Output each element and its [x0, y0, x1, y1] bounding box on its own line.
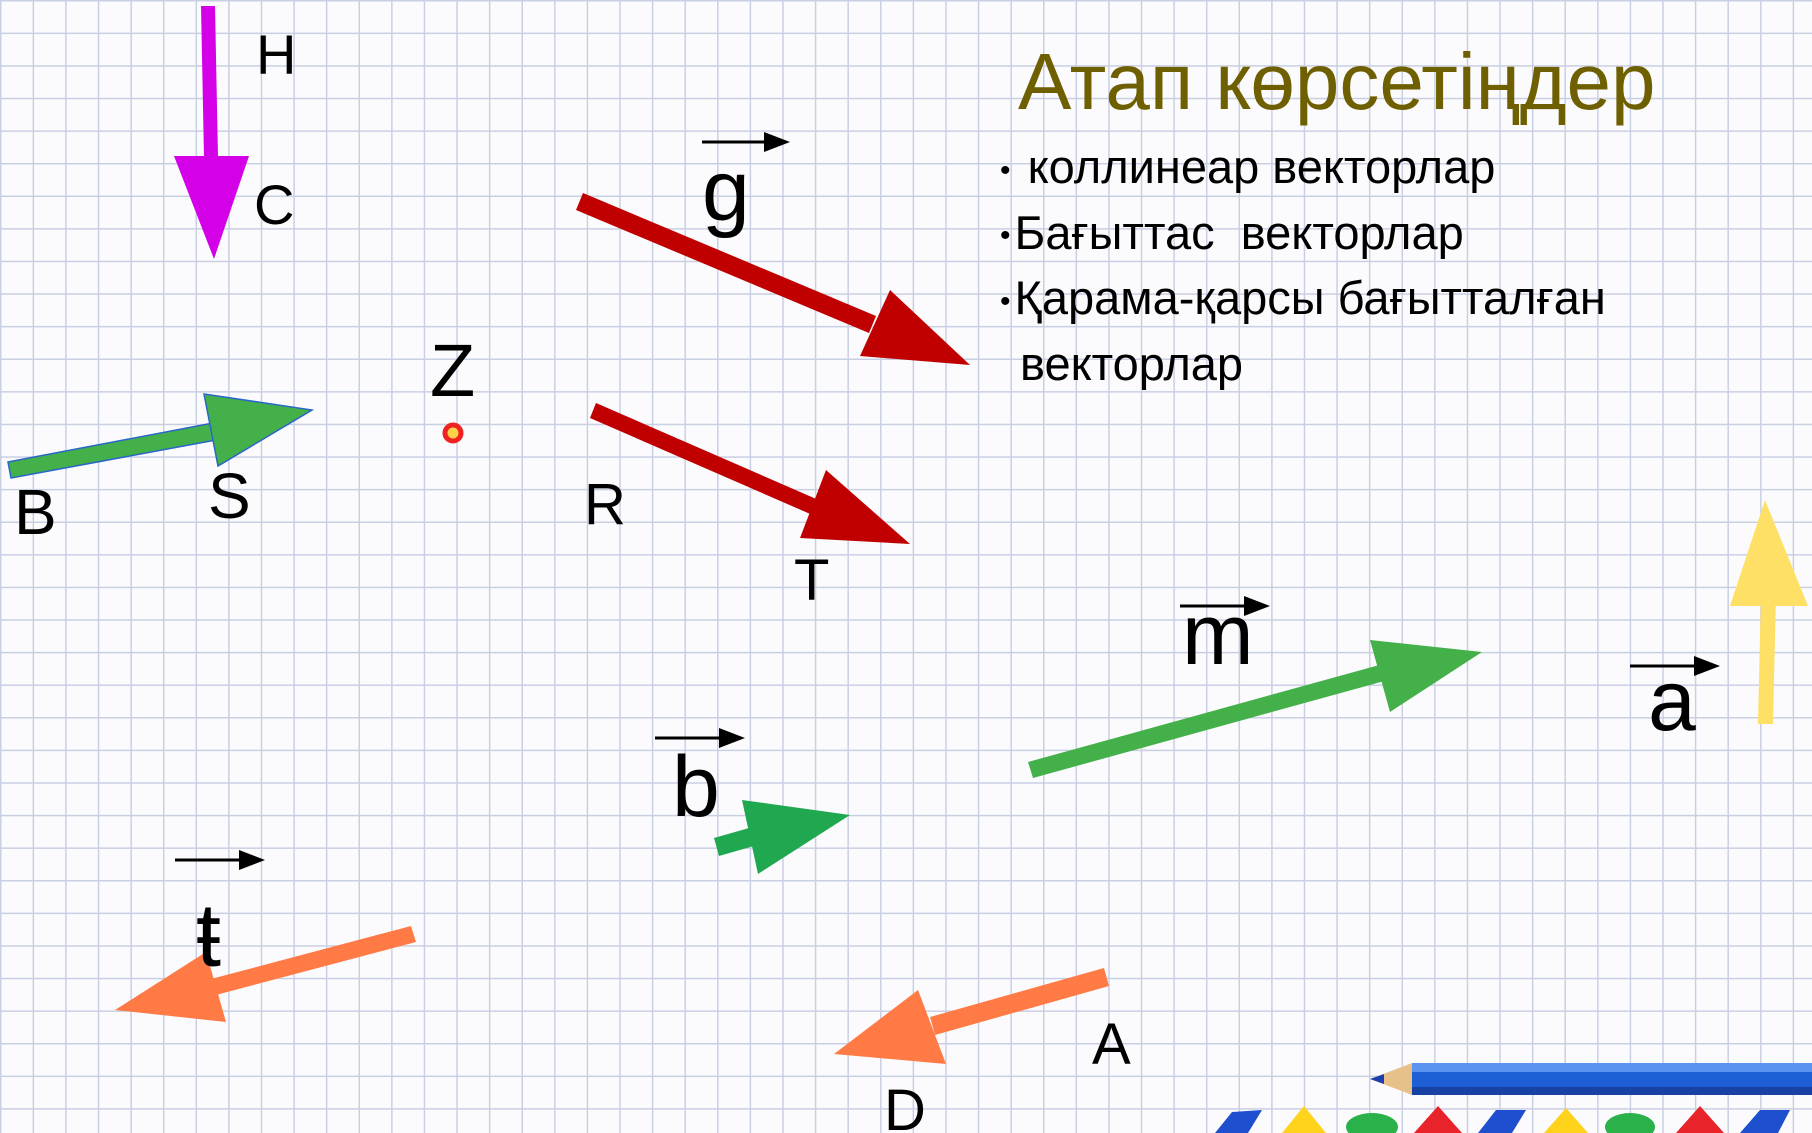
vector-HC-shaft: [201, 6, 218, 158]
vector-label-b: b: [672, 739, 720, 835]
vector-label-m: m: [1182, 587, 1254, 683]
vector-AD-shaft: [930, 968, 1109, 1035]
vector-RT-shaft: [590, 403, 830, 520]
point-label-R: R: [584, 472, 626, 537]
vector-m-arrowhead: [1370, 640, 1482, 712]
vector-RT-arrowhead: [800, 470, 910, 544]
task-item-collinear: • коллинеар векторлар: [1000, 136, 1606, 202]
point-label-T: T: [794, 548, 829, 613]
vector-RT: [590, 403, 910, 544]
task-item-codirected: •Бағыттас векторлар: [1000, 202, 1606, 268]
vector-b-overline-head: [719, 728, 745, 748]
point-label-D: D: [884, 1078, 926, 1133]
task-list: • коллинеар векторлар •Бағыттас векторла…: [1000, 136, 1606, 395]
vector-t: [115, 926, 416, 1022]
point-label-Z: Z: [430, 329, 475, 412]
vector-HC: [174, 6, 249, 259]
task-item-label: коллинеар векторлар: [1027, 140, 1496, 193]
vector-m-shaft: [1028, 659, 1406, 778]
vector-AD: [834, 968, 1109, 1064]
vector-g-shaft: [576, 193, 876, 333]
bullet-icon: •: [1000, 153, 1011, 187]
vector-a-overline-head: [1694, 656, 1720, 676]
toy-blocks-decoration: [1215, 1106, 1790, 1133]
vector-g-arrowhead: [860, 290, 970, 365]
task-item-label: Бағыттас векторлар: [1014, 205, 1464, 259]
vector-t-shaft: [211, 926, 416, 995]
vector-BS-shaft: [7, 422, 217, 479]
point-Z-marker: [442, 422, 464, 444]
vector-a-arrowhead: [1730, 500, 1808, 606]
vector-b: [714, 800, 850, 874]
pencil-decoration: [1370, 1063, 1812, 1095]
vector-BS-arrowhead: [203, 393, 315, 468]
vector-m: [1028, 640, 1482, 778]
point-label-S: S: [208, 460, 251, 532]
vector-label-a: a: [1648, 653, 1696, 749]
vector-BS: [7, 393, 315, 479]
vector-m-overline-head: [1244, 596, 1270, 616]
point-label-A: A: [1092, 1012, 1131, 1077]
vector-g: [576, 193, 970, 365]
point-label-B: B: [14, 476, 57, 548]
task-item-label: векторлар: [1020, 336, 1244, 390]
point-label-H: H: [256, 23, 296, 86]
vector-HC-arrowhead: [174, 156, 249, 259]
page-title: Атап көрсетіңдер: [1018, 37, 1656, 126]
vector-b-arrowhead: [742, 800, 850, 874]
vector-AD-arrowhead: [834, 990, 946, 1064]
vector-a: [1730, 500, 1808, 724]
vector-a-shaft: [1758, 594, 1776, 724]
task-item-label: Қарама-қарсы бағытталған: [1014, 271, 1606, 325]
task-item-opposite-continued: векторлар: [1000, 333, 1606, 395]
vector-t-overline-head: [239, 850, 265, 870]
vector-label-t: ŧ: [196, 886, 221, 986]
task-item-opposite: •Қарама-қарсы бағытталған: [1000, 267, 1606, 333]
vector-label-g: g: [702, 143, 750, 239]
bullet-icon: •: [1000, 284, 1011, 318]
bullet-icon: •: [1000, 219, 1011, 253]
point-label-C: C: [254, 173, 294, 236]
vector-t-arrowhead: [115, 952, 226, 1022]
vector-g-overline-head: [764, 132, 790, 152]
